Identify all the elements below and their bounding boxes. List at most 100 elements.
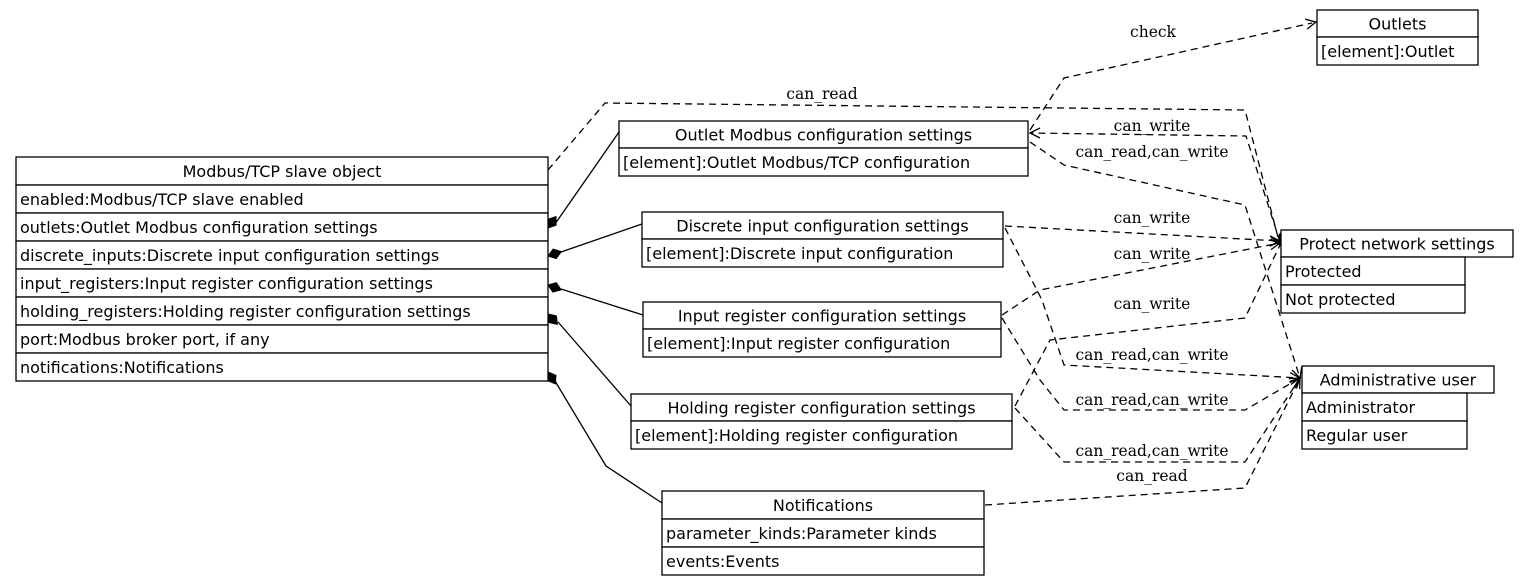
composition-diamond-input-shape — [547, 282, 562, 293]
composition-diamond-discrete-shape — [547, 248, 563, 260]
node-title: Outlet Modbus configuration settings — [675, 126, 972, 145]
node-row-box — [1316, 36, 1479, 66]
node-row-box — [1280, 256, 1466, 286]
node-title: Protect network settings — [1299, 235, 1495, 254]
edge-input-can-read-write — [1001, 317, 1301, 411]
node-row: events:Events — [666, 552, 779, 571]
node-row: Administrator — [1306, 398, 1415, 417]
edge-input-can-write — [1001, 242, 1281, 316]
node-row-box — [15, 296, 549, 326]
node-title: Outlets — [1369, 15, 1427, 34]
node-row-box — [641, 238, 1004, 268]
edge-labels-layer: check can_read can_write can_read,can_write… — [786, 23, 1228, 485]
node-row-box — [15, 324, 549, 354]
node-title: Notifications — [773, 496, 873, 515]
node-title-box — [15, 156, 549, 186]
edge-label-can-read-can-write: can_read,can_write — [1075, 143, 1228, 161]
edge-notifications-can-read — [984, 377, 1301, 506]
edge-label-check: check — [1130, 23, 1177, 41]
edge-input-composition — [560, 288, 644, 316]
node-row: [element]:Input register configuration — [647, 334, 950, 353]
node-row: parameter_kinds:Parameter kinds — [666, 524, 937, 544]
arrow-can-write-outlet — [1028, 127, 1041, 139]
node-row-box — [630, 420, 1013, 450]
node-holding-register: Holding register configuration settings [… — [630, 393, 1013, 450]
composition-diamond-input — [547, 282, 562, 293]
node-row-box — [642, 328, 1002, 358]
node-row-box — [1301, 420, 1468, 450]
node-title: Administrative user — [1320, 371, 1477, 390]
node-row: Not protected — [1285, 290, 1395, 309]
node-row: notifications:Notifications — [20, 358, 224, 377]
arrow-check-outlets-shape — [1305, 18, 1318, 30]
edges-layer — [546, 18, 1318, 506]
node-row: [element]:Holding register configuration — [635, 426, 958, 445]
node-row-box — [1301, 392, 1468, 422]
node-title-box — [641, 211, 1004, 240]
node-outlet-modbus: Outlet Modbus configuration settings [ele… — [618, 120, 1029, 177]
node-row-box — [618, 147, 1029, 177]
node-row: port:Modbus broker port, if any — [20, 330, 270, 349]
arrow-can-write-outlet-shape — [1028, 127, 1041, 139]
edge-holding-can-read-write — [1014, 377, 1301, 463]
node-title-box — [618, 120, 1029, 149]
arrow-admin-4-shape — [1290, 376, 1301, 390]
node-row: [element]:Discrete input configuration — [646, 244, 953, 263]
node-title-box — [1316, 9, 1479, 38]
node-title: Holding register configuration settings — [667, 399, 975, 418]
edge-outlet-check — [1029, 22, 1313, 131]
node-row: enabled:Modbus/TCP slave enabled — [20, 190, 304, 209]
node-row: Protected — [1285, 262, 1362, 281]
edge-outlet-can-read-write — [1029, 141, 1301, 379]
edge-holding-composition — [557, 321, 632, 407]
edge-label-can-read: can_read — [1116, 467, 1187, 485]
node-outlets: Outlets [element]:Outlet — [1316, 9, 1479, 66]
node-row: holding_registers:Holding register confi… — [20, 302, 471, 322]
arrow-protect-4-shape — [1270, 233, 1281, 247]
edge-outlets-composition — [554, 131, 620, 225]
node-row: outlets:Outlet Modbus configuration sett… — [20, 218, 378, 237]
edge-label-can-read-can-write: can_read,can_write — [1075, 346, 1228, 364]
node-title: Input register configuration settings — [678, 307, 966, 326]
arrow-protect-4 — [1270, 233, 1281, 247]
node-row-box — [15, 352, 549, 382]
node-modbus-slave: Modbus/TCP slave object enabled:Modbus/TC… — [15, 156, 549, 382]
node-input-register: Input register configuration settings [el… — [642, 301, 1002, 358]
arrow-admin-4 — [1290, 376, 1301, 390]
node-row: [element]:Outlet — [1321, 42, 1454, 61]
node-row: [element]:Outlet Modbus/TCP configuratio… — [623, 153, 970, 172]
edge-label-can-read: can_read — [786, 85, 857, 103]
node-row-box — [15, 240, 549, 270]
edge-label-can-write: can_write — [1114, 209, 1191, 227]
node-title-box — [1301, 365, 1495, 394]
edge-label-can-write: can_write — [1114, 245, 1191, 263]
arrow-check-outlets — [1305, 18, 1318, 30]
edge-label-can-read-can-write: can_read,can_write — [1075, 391, 1228, 409]
node-row-box — [15, 268, 549, 298]
node-row-box — [1280, 284, 1466, 314]
node-title: Discrete input configuration settings — [676, 217, 968, 236]
edge-label-can-write: can_write — [1114, 117, 1191, 135]
edge-discrete-composition — [560, 223, 643, 253]
edge-holding-can-write — [1014, 244, 1281, 407]
edge-label-can-read-can-write: can_read,can_write — [1075, 442, 1228, 460]
node-row-box — [661, 546, 985, 576]
node-row: discrete_inputs:Discrete input configura… — [20, 246, 439, 266]
edge-notifications-composition — [554, 380, 663, 504]
edge-discrete-can-read-write — [1004, 227, 1301, 379]
edge-modbus-can-read — [547, 102, 1281, 246]
node-admin-user: Administrative userAdministratorRegular … — [1301, 365, 1495, 450]
node-discrete-input: Discrete input configuration settings [el… — [641, 211, 1004, 268]
edge-label-can-write: can_write — [1114, 295, 1191, 313]
node-title: Modbus/TCP slave object — [183, 162, 382, 181]
node-row: Regular user — [1306, 426, 1408, 445]
nodes-layer: Modbus/TCP slave object enabled:Modbus/TC… — [15, 9, 1514, 576]
edge-discrete-can-write — [1004, 225, 1281, 242]
node-notifications: Notifications parameter_kinds:Parameter k… — [661, 490, 985, 576]
node-row-box — [15, 212, 549, 242]
node-row: input_registers:Input register configura… — [20, 274, 433, 294]
composition-diamond-discrete — [547, 248, 563, 260]
edge-outlet-can-write — [1029, 132, 1281, 243]
